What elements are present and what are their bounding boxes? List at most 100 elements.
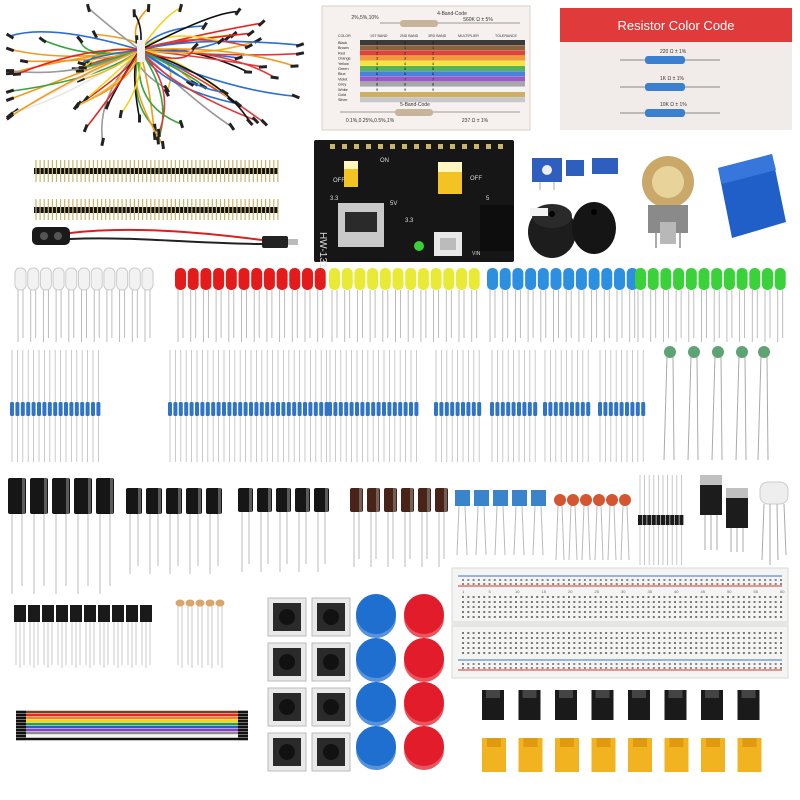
breadboard-hole <box>695 647 698 649</box>
breadboard-hole <box>689 596 692 598</box>
wire-tip <box>234 55 243 61</box>
rail-hole <box>589 579 592 581</box>
breadboard-hole <box>652 611 655 613</box>
breadboard-hole <box>711 601 714 603</box>
module-pin <box>438 144 443 149</box>
breadboard-hole <box>748 637 751 639</box>
transistor <box>98 605 110 622</box>
rail-hole <box>499 579 502 581</box>
resistor <box>533 402 538 416</box>
breadboard-hole <box>774 596 777 598</box>
resistor <box>205 402 210 416</box>
resistor <box>455 402 460 416</box>
breadboard-hole <box>769 652 772 654</box>
breadboard-hole <box>780 616 782 618</box>
cap-leg <box>521 505 525 556</box>
breadboard-hole <box>504 637 507 639</box>
breadboard-hole <box>562 601 565 603</box>
breadboard-hole <box>764 637 767 639</box>
resistor <box>74 402 79 416</box>
breadboard-hole <box>599 611 602 613</box>
breadboard-hole <box>552 616 555 618</box>
breadboard-hole <box>515 642 517 644</box>
breadboard-hole <box>700 652 703 654</box>
breadboard-hole <box>705 647 708 649</box>
breadboard-hole <box>589 601 592 603</box>
led <box>27 267 40 291</box>
rail-hole <box>621 579 623 581</box>
transistor <box>140 605 152 622</box>
rail-hole <box>520 667 523 669</box>
breadboard-hole <box>737 616 740 618</box>
resistor <box>355 402 359 416</box>
rail-hole <box>525 579 528 581</box>
resistor <box>517 402 521 416</box>
breadboard-hole <box>589 642 592 644</box>
led <box>614 268 625 290</box>
ldr-leg <box>696 355 699 461</box>
rail-hole <box>753 583 756 585</box>
rail-hole <box>472 583 475 585</box>
breadboard-hole <box>615 632 618 634</box>
breadboard-hole <box>700 616 703 618</box>
breadboard-hole <box>742 652 745 654</box>
chart-color-name: Orange <box>338 57 351 61</box>
breadboard-hole <box>705 642 708 644</box>
rail-hole <box>530 583 533 585</box>
dupont-connector <box>238 710 248 714</box>
chart-digit: 8 <box>404 83 406 87</box>
rail-hole <box>541 583 544 585</box>
wire-tip <box>156 136 160 145</box>
breadboard-hole <box>589 652 592 654</box>
led <box>673 268 685 290</box>
breadboard-hole <box>732 647 735 649</box>
chart-color-name: Yellow <box>338 62 349 66</box>
jumper-wire <box>139 39 259 54</box>
resistor <box>96 402 101 416</box>
breadboard-hole <box>477 652 480 654</box>
breadboard-hole <box>742 606 745 608</box>
module-pin <box>402 144 407 149</box>
breadboard-column-number: 30 <box>621 589 626 594</box>
chart-color-band <box>360 76 525 82</box>
breadboard-hole <box>780 596 782 598</box>
jumper-wire <box>9 31 141 51</box>
breadboard-hole <box>530 606 533 608</box>
jumper-wire <box>81 49 141 65</box>
rail-hole <box>483 667 486 669</box>
breadboard-hole <box>642 616 645 618</box>
wire-tip <box>163 88 170 97</box>
chart-digit: 3 <box>376 57 378 61</box>
resistor <box>232 402 237 416</box>
breadboard-hole <box>689 652 692 654</box>
diode <box>674 515 679 525</box>
breadboard-hole <box>626 637 629 639</box>
module-33-bottom: 3.3 <box>405 218 414 224</box>
rail-hole <box>509 583 512 585</box>
breadboard-hole <box>568 637 570 639</box>
button-cap <box>356 682 396 722</box>
rail-hole <box>568 579 570 581</box>
module-pin <box>426 144 431 149</box>
rail-hole <box>679 579 682 581</box>
breadboard-hole <box>472 606 475 608</box>
rail-hole <box>652 667 655 669</box>
breadboard-hole <box>493 611 496 613</box>
breadboard-hole <box>753 596 756 598</box>
rail-hole <box>605 667 608 669</box>
module-vin: VIN <box>472 251 481 257</box>
breadboard-hole <box>589 637 592 639</box>
rail-hole <box>705 667 708 669</box>
breadboard-hole <box>594 632 597 634</box>
wire-tip <box>77 61 86 67</box>
led <box>660 268 672 290</box>
rail-hole <box>536 583 539 585</box>
wire-tip <box>5 32 15 40</box>
chart-color-band <box>360 92 525 97</box>
rail-hole <box>758 579 761 581</box>
breadboard-hole <box>462 601 464 603</box>
breadboard-hole <box>621 596 623 598</box>
cap-leg <box>456 505 460 556</box>
ceramic-capacitor <box>619 494 631 506</box>
